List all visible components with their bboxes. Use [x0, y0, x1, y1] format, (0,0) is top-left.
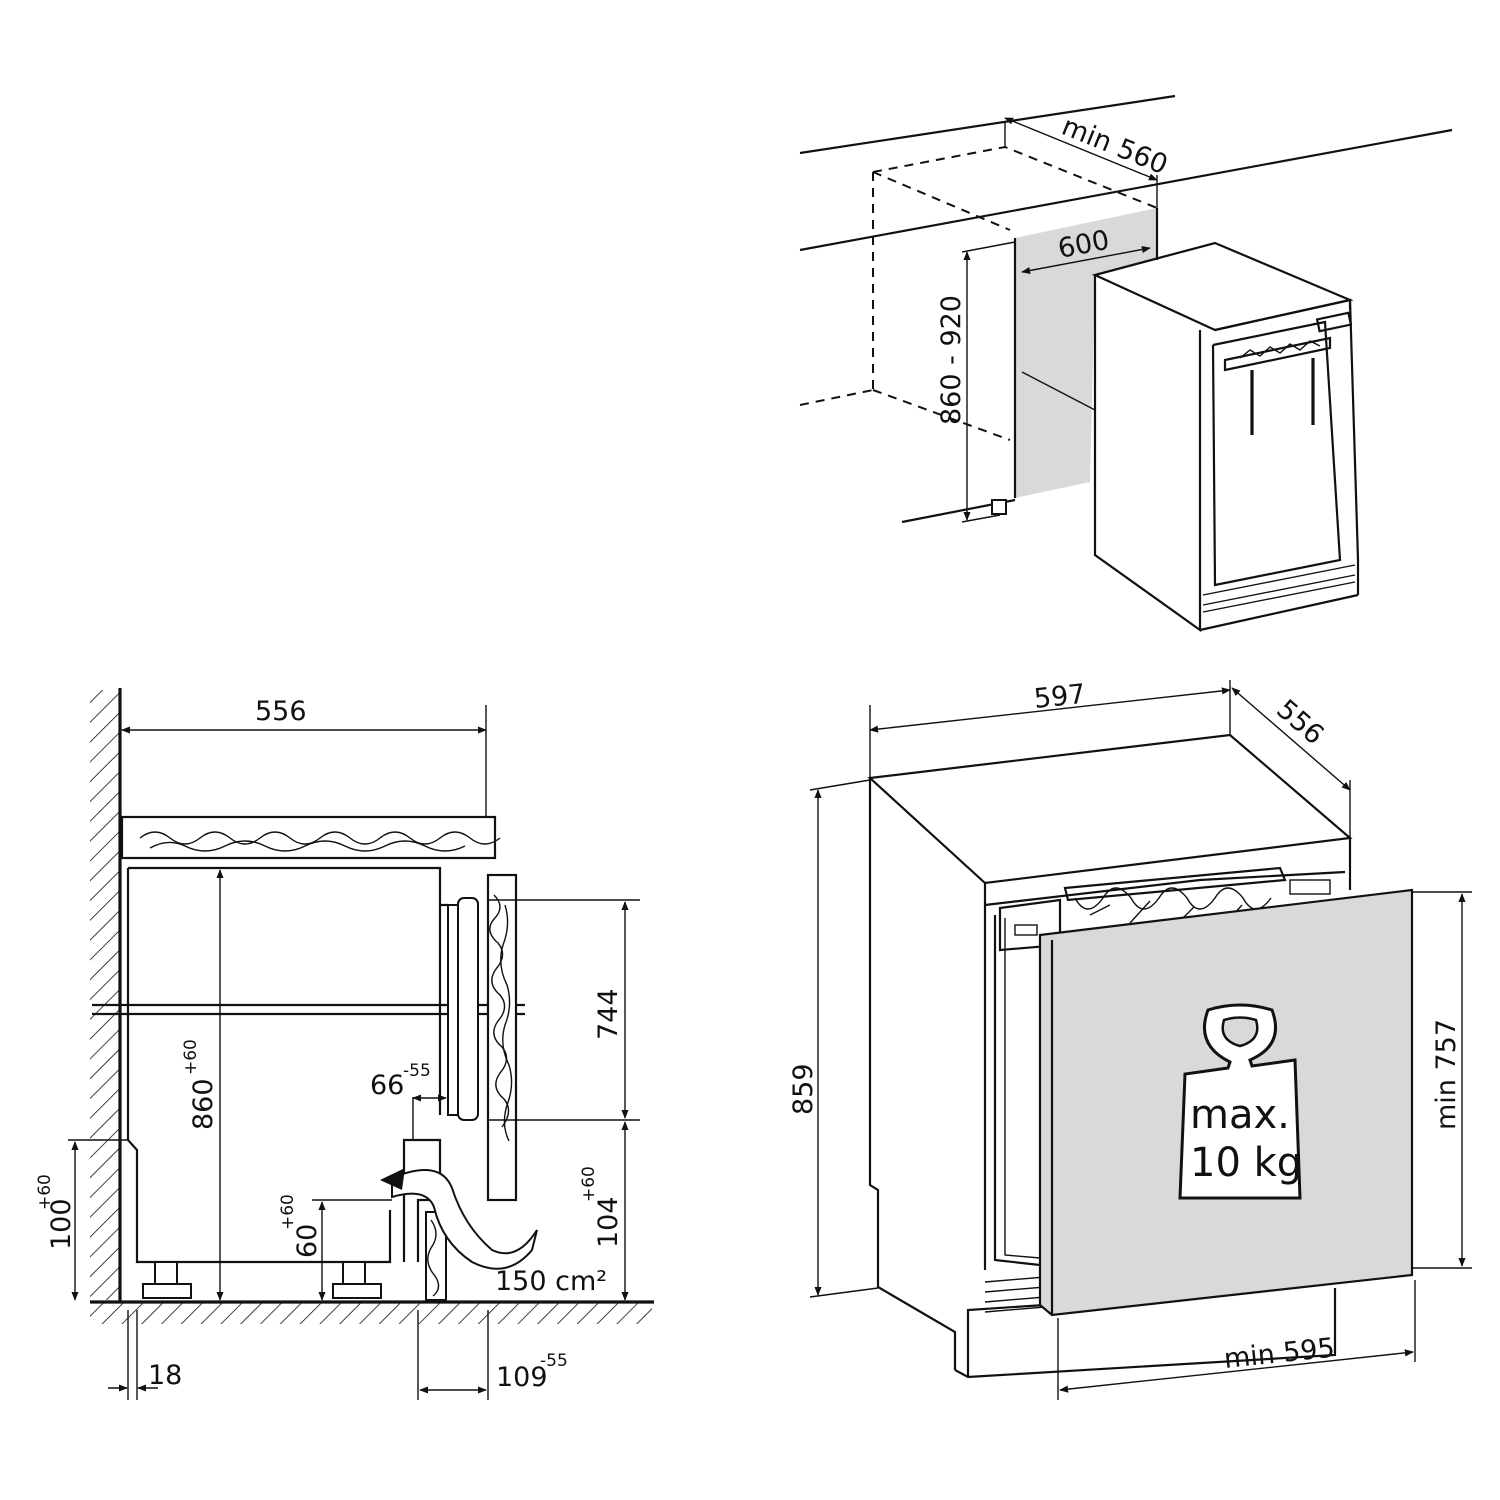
door-min-width-label: min 595 — [1222, 1333, 1336, 1375]
kick-height-label: 104 — [593, 1196, 624, 1248]
appliance-door-view: max. 10 kg 597 556 859 min 757 min 595 — [788, 679, 1472, 1400]
vent-gap-label: 66 — [370, 1070, 404, 1101]
height-859-label: 859 — [788, 1063, 819, 1115]
foot-height-tolerance: +60 — [35, 1174, 55, 1210]
door-min-height-label: min 757 — [1431, 1019, 1462, 1130]
niche-back-panel — [1015, 208, 1157, 498]
weight-max-label: max. — [1190, 1092, 1290, 1138]
front-gap-tolerance: -55 — [540, 1351, 568, 1371]
depth-556-label: 556 — [1270, 694, 1329, 751]
width-597-label: 597 — [1032, 679, 1087, 715]
min-560-label: min 560 — [1057, 111, 1172, 181]
plinth-height-label: 60 — [292, 1224, 323, 1258]
side-gap-label: 18 — [148, 1360, 182, 1391]
plinth-height-tolerance: +60 — [278, 1194, 298, 1230]
panel-height-label: 744 — [593, 988, 624, 1040]
niche-height-label: 860 - 920 — [936, 295, 967, 425]
side-height-tolerance: +60 — [181, 1039, 201, 1075]
foot-height-label: 100 — [46, 1198, 77, 1250]
side-height-label: 860 — [188, 1078, 219, 1130]
kick-height-tolerance: +60 — [579, 1166, 599, 1202]
side-depth-label: 556 — [255, 696, 307, 727]
weight-icon — [1178, 1003, 1302, 1200]
vent-area-label: 150 cm² — [495, 1266, 607, 1297]
vent-gap-tolerance: -55 — [403, 1061, 431, 1081]
side-section-view: 556 860 +60 744 104 +60 66 -55 60 +60 10… — [35, 688, 654, 1400]
front-gap-label: 109 — [496, 1362, 548, 1393]
niche-perspective-view: min 560 600 860 - 920 — [799, 94, 1453, 633]
weight-value-label: 10 kg — [1190, 1140, 1302, 1186]
